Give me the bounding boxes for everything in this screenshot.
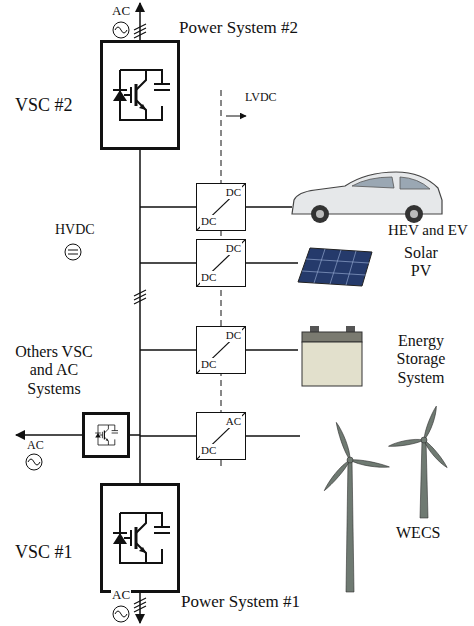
port-label: DC [225,329,242,342]
converter-link [246,349,298,351]
bus-label: LVDC [244,91,278,105]
converter-link [246,206,292,208]
port-label: DC [200,271,217,284]
dc-symbol [65,244,81,260]
system-label: AC [111,4,131,19]
bus-label: HVDC [54,222,96,238]
port-label: DC [200,215,217,228]
port-label: DC [225,242,242,255]
igbt-symbol [113,70,170,120]
system-label: Power System #1 [180,592,301,612]
system-label: AC [26,439,45,453]
dc-dc-converter: DC DC [196,326,246,374]
converter-link [246,435,300,437]
vsc-box: Others VSC and AC Systems [82,412,130,458]
converter-diagonal [197,240,245,286]
wind-load: WECS [300,398,470,594]
lvdc-arrow [226,116,246,117]
battery [302,326,362,386]
igbt-symbol [113,513,170,563]
ac-feeder [139,593,141,623]
storage-load: Energy Storage System [298,318,470,392]
vsc-box: VSC #1 [100,483,180,593]
port-label: AC [225,415,242,428]
port-label: DC [200,444,217,457]
solar-panel [298,248,372,286]
ac-dc-converter: AC DC [196,412,246,460]
converter-link [246,262,298,264]
wind-turbine [322,406,448,592]
hvdc-bus [139,150,141,483]
system-label: AC [111,588,131,603]
ev-load: HEV and EV [292,168,472,240]
igbt-symbol [95,425,118,445]
node-label: VSC #2 [15,95,73,116]
node-label: HEV and EV [388,222,468,239]
node-label: Others VSC and AC Systems [9,343,99,398]
converter-diagonal [197,327,245,373]
node-label: Energy Storage System [378,332,464,387]
ac-feeder [16,434,82,436]
converter-diagonal [197,413,245,459]
dc-dc-converter: DC DC [196,239,246,287]
converter-diagonal [197,184,245,230]
system-label: Power System #2 [178,18,299,38]
vsc-box: VSC #2 [100,40,180,150]
node-label: VSC #1 [15,542,73,563]
dc-dc-converter: DC DC [196,183,246,231]
car-picture [292,172,442,223]
pv-load: Solar PV [298,244,468,288]
port-label: DC [225,186,242,199]
node-label: WECS [396,524,440,542]
port-label: DC [200,358,217,371]
node-label: Solar PV [398,244,444,281]
